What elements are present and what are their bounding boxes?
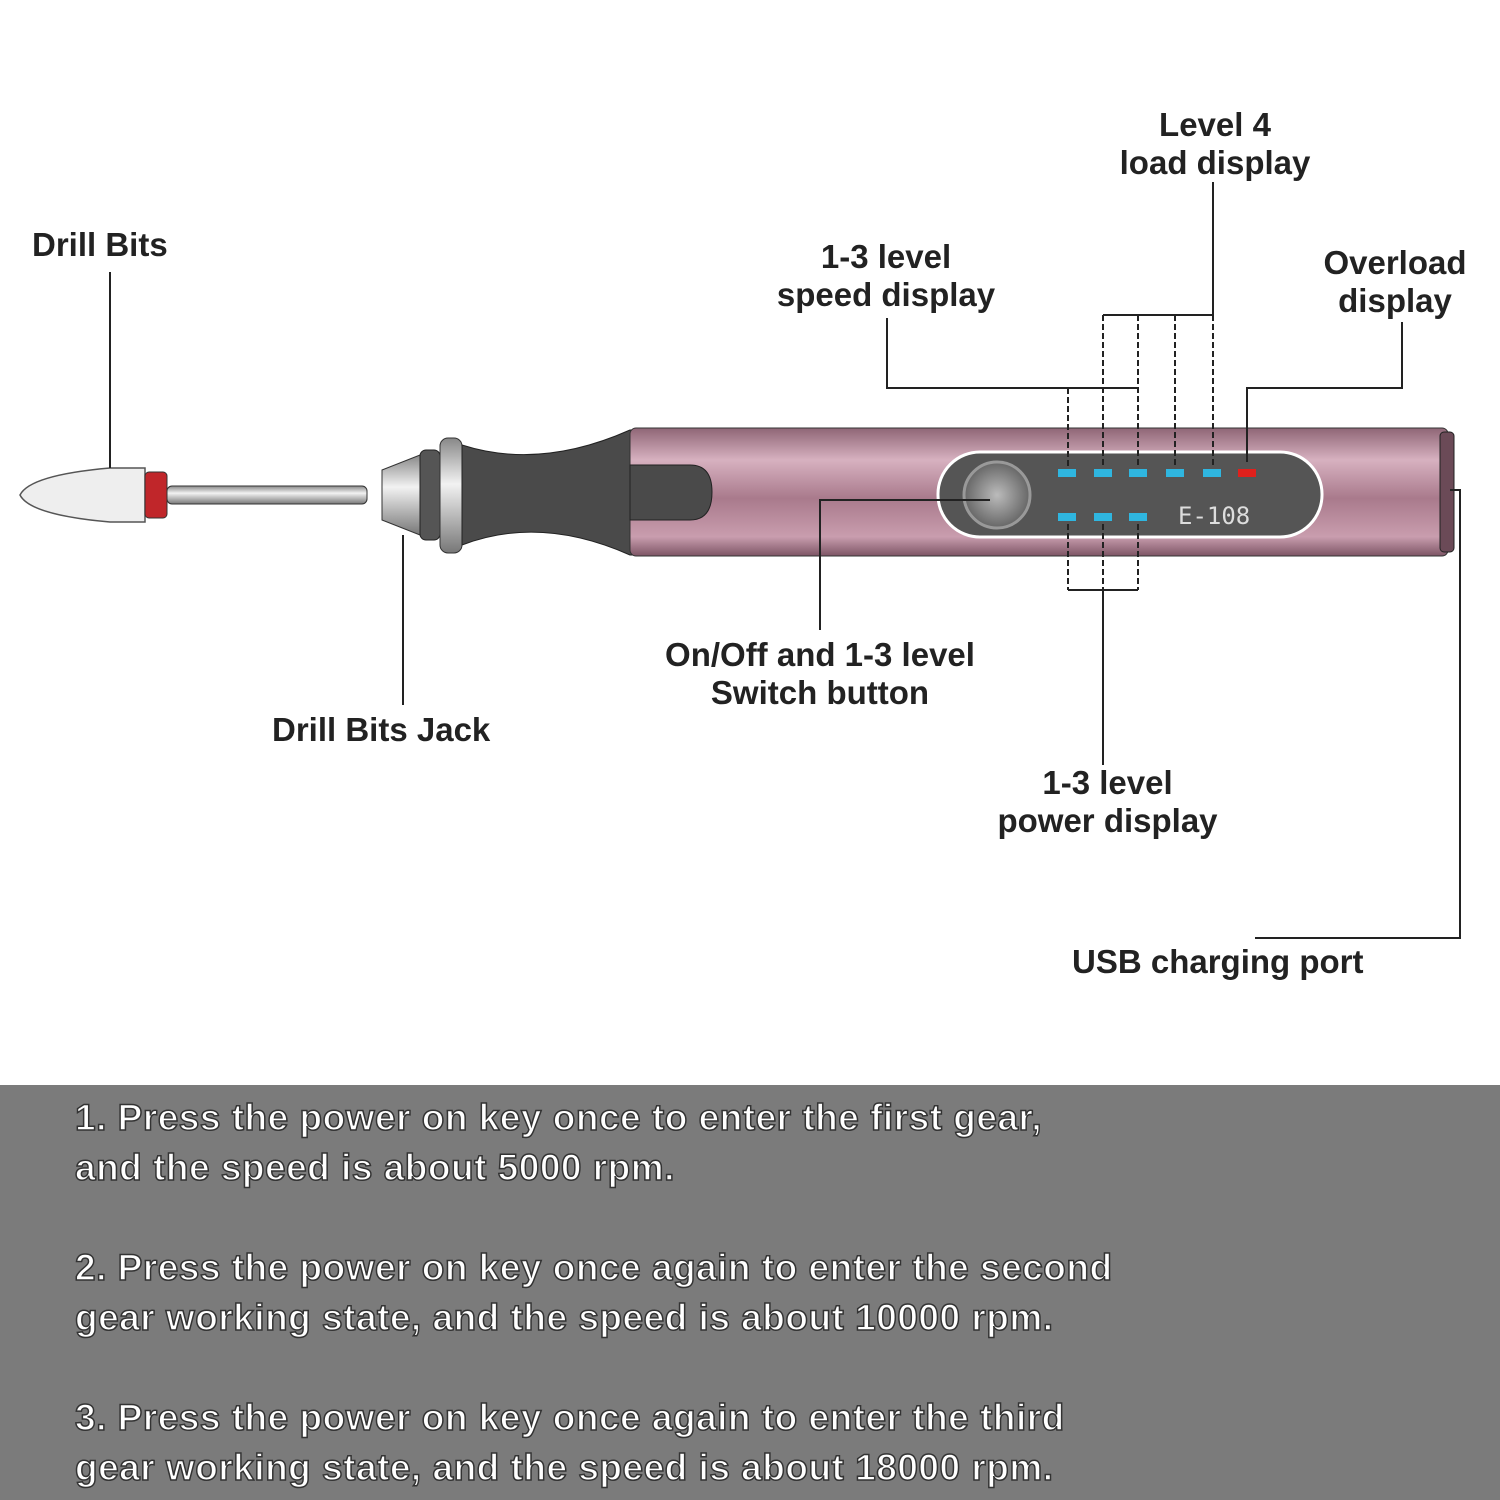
drill-diagram (19, 182, 1461, 939)
label-line: Overload (1323, 244, 1467, 281)
instructions-panel: 1. Press the power on key once to enter … (0, 1085, 1500, 1500)
label-line: Level 4 (1159, 106, 1271, 143)
instruction-line: 1. Press the power on key once to enter … (74, 1096, 1043, 1139)
label-drill-bits-jack: Drill Bits Jack (272, 711, 491, 748)
instruction-2: 2. Press the power on key once again to … (74, 1243, 1113, 1343)
label-line: Switch button (710, 674, 930, 711)
label-level4-load-display: Level 4 load display (1100, 106, 1330, 182)
power-button (962, 460, 1032, 530)
instruction-line: and the speed is about 5000 rpm. (74, 1146, 675, 1189)
label-switch-button: On/Off and 1-3 level Switch button (630, 636, 1010, 712)
label-speed-display: 1-3 level speed display (750, 238, 1022, 314)
label-line: On/Off and 1-3 level (665, 636, 975, 673)
drill-bits-jack (381, 437, 463, 554)
label-line: display (1338, 282, 1452, 319)
label-line: speed display (776, 276, 996, 313)
instruction-line: 2. Press the power on key once again to … (74, 1246, 1113, 1289)
instruction-3: 3. Press the power on key once again to … (74, 1393, 1065, 1493)
instruction-line: gear working state, and the speed is abo… (74, 1296, 1054, 1339)
label-line: load display (1119, 144, 1311, 181)
instruction-line: gear working state, and the speed is abo… (74, 1446, 1054, 1489)
label-overload-display: Overload display (1310, 244, 1480, 320)
label-drill-bits: Drill Bits (32, 226, 168, 263)
instruction-line: 3. Press the power on key once again to … (74, 1396, 1065, 1439)
label-line: 1-3 level (1042, 764, 1173, 801)
drill-bit (19, 467, 368, 523)
label-line: power display (997, 802, 1218, 839)
instruction-1: 1. Press the power on key once to enter … (74, 1093, 1043, 1193)
label-line: 1-3 level (820, 238, 952, 275)
led-indicators (1058, 469, 1256, 521)
model-label: E-108 (1178, 502, 1251, 530)
label-usb-charging-port: USB charging port (1072, 943, 1364, 980)
label-power-display: 1-3 level power display (970, 764, 1245, 840)
